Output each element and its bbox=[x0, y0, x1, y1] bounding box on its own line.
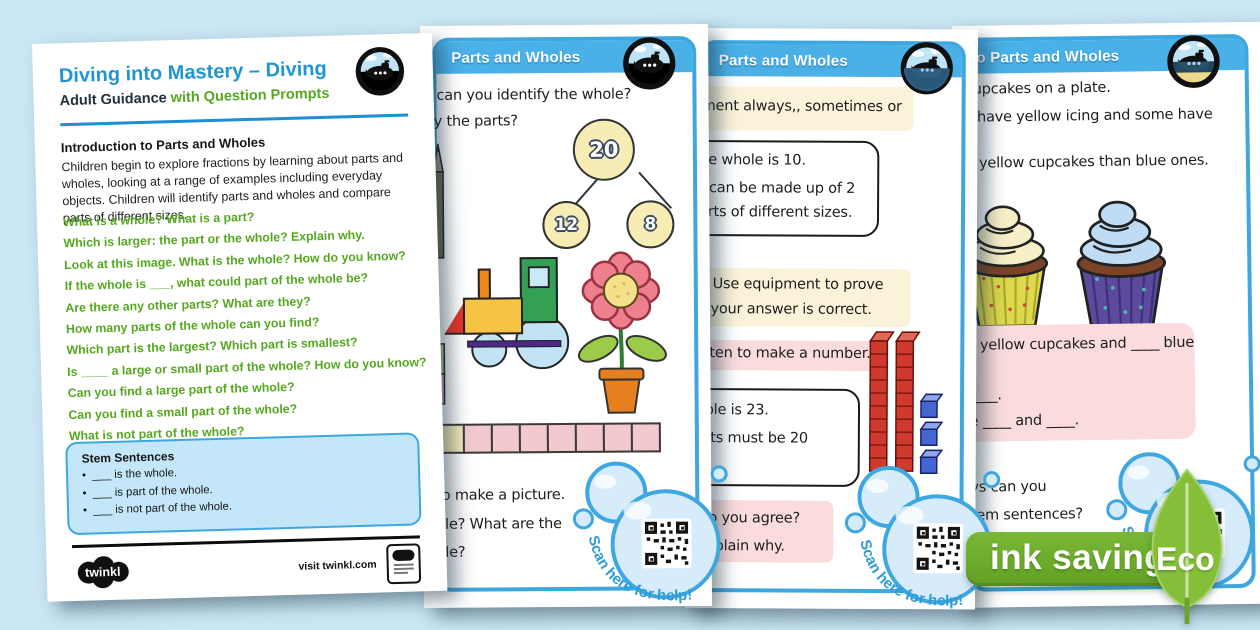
eco-leaf-icon bbox=[1151, 468, 1223, 625]
submarine-icon: #p1 .water{fill:#8fd0f0} bbox=[354, 46, 405, 97]
base-ten-blocks bbox=[868, 331, 944, 475]
eco-label: Eco bbox=[1156, 541, 1215, 577]
prompt-line: y the parts? bbox=[433, 113, 518, 130]
speech-line: arts must be 20 bbox=[695, 430, 808, 447]
submarine-icon bbox=[1166, 34, 1221, 89]
blue-cupcake-illustration bbox=[1076, 200, 1167, 332]
subtitle-dark: Adult Guidance bbox=[59, 90, 167, 110]
prompt-line: can you identify the whole? bbox=[436, 86, 632, 104]
submarine-icon bbox=[622, 36, 676, 90]
page-subtitle: Adult Guidance with Question Prompts bbox=[59, 86, 329, 110]
task-line: ole? What are the bbox=[436, 516, 562, 533]
scan-help-bubble: Scan here for help! bbox=[844, 466, 1001, 610]
question-prompt: Which is larger: the part or the whole? … bbox=[63, 228, 365, 251]
fill-in-line: e ____ and ____. bbox=[969, 412, 1080, 430]
task-line: to make a picture. bbox=[436, 486, 566, 504]
page-adult-guidance: Diving into Mastery – Diving Adult Guida… bbox=[32, 32, 448, 602]
equipment-line: your answer is correct. bbox=[710, 301, 872, 318]
part-circle: 8 bbox=[626, 200, 675, 249]
question-prompt: How many parts of the whole can you find… bbox=[65, 315, 320, 337]
question-prompt: Can you find a small part of the whole? bbox=[68, 401, 298, 422]
question-prompt: Look at this image. What is the whole? H… bbox=[63, 248, 406, 272]
question-prompt: If the whole is ___, what could part of … bbox=[64, 270, 369, 294]
task-line: e ten to make a number. bbox=[696, 345, 871, 362]
train-illustration bbox=[458, 253, 573, 370]
submarine-icon bbox=[900, 41, 954, 95]
yellow-cupcake-illustration bbox=[964, 205, 1049, 328]
page-title: Diving into Mastery – Diving bbox=[58, 57, 327, 88]
story-line: cupcakes on a plate. bbox=[964, 79, 1111, 98]
speech-line: arts of different sizes. bbox=[698, 204, 853, 221]
stem-sentences-box: Stem Sentences • ___ is the whole. • ___… bbox=[65, 432, 422, 536]
equipment-line: Use equipment to prove bbox=[712, 276, 884, 294]
page-worksheet-statement: Parts and Wholes ment always,, sometimes… bbox=[677, 28, 1001, 610]
qr-code bbox=[641, 518, 692, 569]
flower-illustration bbox=[577, 251, 667, 414]
footer: twinkl visit twinkl.com bbox=[72, 543, 422, 593]
svg-text:twinkl: twinkl bbox=[85, 565, 121, 580]
qr-code bbox=[913, 523, 964, 574]
question-prompts: What is a whole? What is a part? Which i… bbox=[63, 205, 429, 450]
divider bbox=[60, 113, 409, 127]
page-worksheet-identify: Parts and Wholes can you identify the wh… bbox=[420, 23, 728, 608]
question-prompt: Which part is the largest? Which part is… bbox=[66, 335, 358, 358]
story-line: e yellow cupcakes than blue ones. bbox=[965, 152, 1209, 172]
fraction-strip bbox=[434, 422, 661, 454]
visit-twinkl-link: visit twinkl.com bbox=[298, 558, 377, 573]
whole-circle: 20 bbox=[572, 118, 636, 181]
scan-help-bubble: Scan here for help! bbox=[572, 461, 728, 605]
fill-in-line: _ yellow cupcakes and ____ blue bbox=[968, 334, 1195, 354]
speech-line: t can be made up of 2 bbox=[699, 180, 856, 197]
quality-approved-badge bbox=[386, 543, 422, 585]
twinkl-logo: twinkl bbox=[77, 556, 129, 589]
section-heading: Introduction to Parts and Wholes bbox=[60, 134, 266, 156]
question-prompt: Are there any other parts? What are they… bbox=[65, 293, 311, 315]
question-prompt: Is ____ a large or small part of the who… bbox=[66, 354, 427, 379]
part-circle: 12 bbox=[542, 200, 591, 250]
speech-line: he whole is 10. bbox=[699, 152, 806, 169]
statement-line: ment always,, sometimes or bbox=[701, 98, 902, 116]
stem-sentence: • ___ is not part of the whole. bbox=[82, 500, 233, 517]
subtitle-green: with Question Prompts bbox=[166, 85, 330, 107]
question-prompt: Can you find a large part of the whole? bbox=[67, 379, 295, 401]
